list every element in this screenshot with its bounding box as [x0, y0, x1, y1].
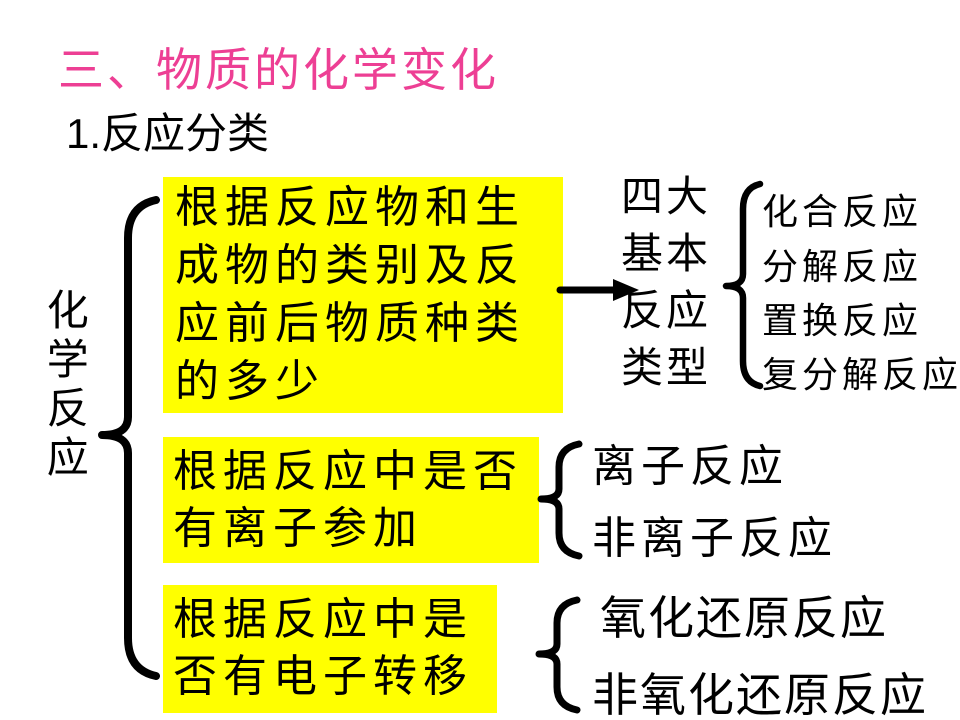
- reaction-type-item: 非离子反应: [592, 514, 837, 563]
- criterion-box-1: 根据反应物和生成物的类别及反应前后物质种类的多少: [163, 177, 563, 413]
- subtitle-number: 1.: [66, 110, 102, 157]
- category-label: 四大基本反应类型: [621, 175, 712, 392]
- group3-brace-icon: [535, 596, 581, 714]
- group2-brace-icon: [537, 440, 583, 560]
- slide-title: 三、物质的化学变化: [58, 45, 499, 96]
- criterion-box-3: 根据反应中是否有电子转移: [163, 585, 497, 713]
- reaction-type-item: 氧化还原反应: [600, 593, 888, 644]
- reaction-type-item: 分解反应: [762, 247, 923, 287]
- slide-subtitle: 1.反应分类: [66, 100, 269, 161]
- root-label: 化学反应: [40, 288, 87, 484]
- group1-brace-icon: [722, 180, 764, 390]
- root-brace-icon: [98, 196, 160, 680]
- reaction-type-item: 复分解反应: [762, 355, 960, 395]
- arrow-right-icon: [556, 279, 639, 301]
- subtitle-text: 反应分类: [101, 112, 270, 158]
- reaction-type-item: 化合反应: [762, 192, 923, 232]
- reaction-type-item: 离子反应: [592, 442, 788, 491]
- reaction-type-item: 非氧化还原反应: [592, 670, 928, 720]
- reaction-type-item: 置换反应: [762, 301, 923, 341]
- criterion-box-2: 根据反应中是否有离子参加: [163, 437, 539, 563]
